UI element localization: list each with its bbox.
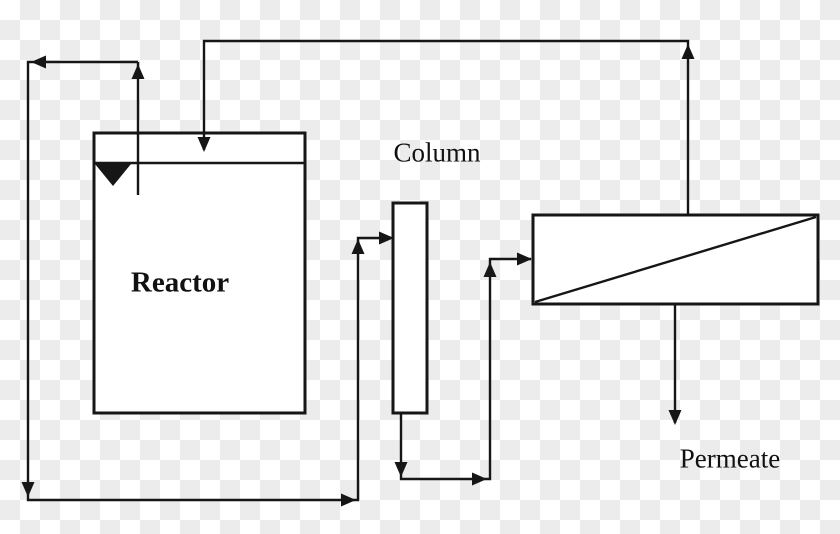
reactor-to-column-line bbox=[26, 60, 391, 502]
column-to-membrane-line bbox=[399, 257, 531, 481]
arrow-down-icon bbox=[394, 462, 408, 477]
liquid-level-indicator-icon bbox=[95, 164, 131, 186]
membrane-diagonal-line bbox=[534, 215, 817, 304]
arrow-up-icon bbox=[483, 262, 497, 277]
reactor-label: Reactor bbox=[130, 266, 230, 299]
arrow-right-icon bbox=[379, 231, 394, 245]
arrow-down-icon bbox=[197, 137, 211, 152]
arrow-up-icon bbox=[351, 239, 365, 254]
arrow-right-icon bbox=[472, 472, 487, 486]
arrow-up-icon bbox=[131, 64, 145, 79]
arrow-down-icon bbox=[21, 482, 35, 497]
permeate-label: Permeate bbox=[679, 443, 781, 474]
arrow-right-icon bbox=[341, 493, 356, 507]
arrow-left-icon bbox=[31, 55, 46, 69]
reactor-box bbox=[92, 131, 307, 415]
column-label: Column bbox=[393, 137, 481, 168]
arrow-down-icon bbox=[668, 410, 682, 425]
arrow-right-icon bbox=[517, 252, 532, 266]
retentate-recycle-line bbox=[202, 39, 690, 215]
arrow-up-icon bbox=[681, 44, 695, 59]
column-box bbox=[391, 201, 429, 415]
